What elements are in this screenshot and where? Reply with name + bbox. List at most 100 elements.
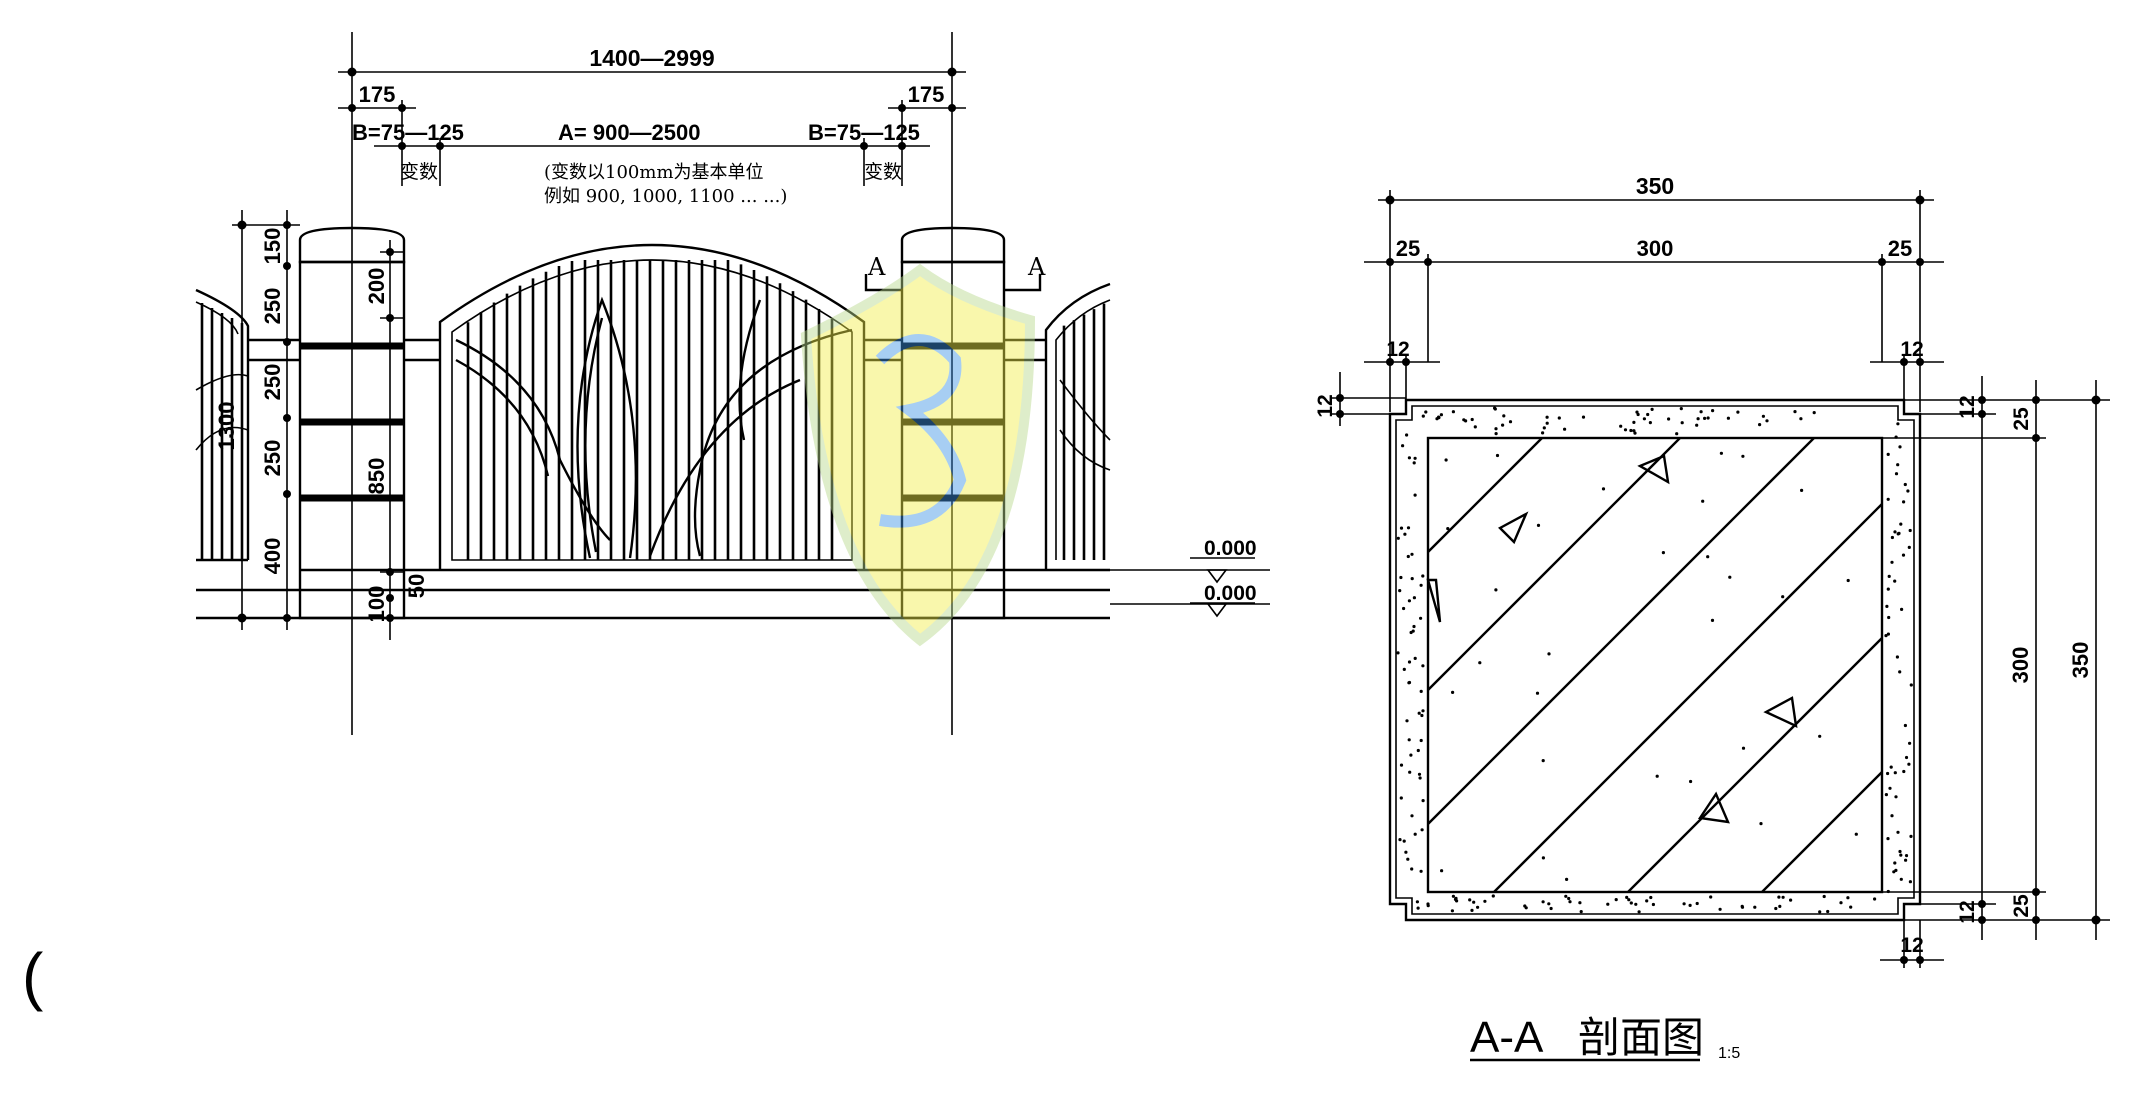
section-scale: 1:5	[1718, 1045, 1740, 1062]
mortar-dot	[1426, 902, 1430, 906]
core-dot	[1800, 488, 1804, 492]
watermark-logo	[800, 263, 1036, 647]
section-right-dimensions: 12 25 300 350 12 25	[1882, 376, 2110, 940]
mortar-dot	[1904, 858, 1908, 862]
mortar-dot	[1893, 861, 1897, 865]
mortar-dot	[1799, 417, 1803, 421]
mortar-dot	[1899, 522, 1903, 526]
mortar-dot	[1903, 723, 1907, 728]
mortar-dot	[1399, 763, 1404, 767]
mortar-dot	[1421, 799, 1425, 803]
mortar-dot	[1887, 574, 1891, 579]
mortar-dot	[1753, 905, 1757, 909]
dim-400: 400	[260, 538, 285, 575]
mortar-dot	[1417, 711, 1421, 715]
core-dot	[1689, 779, 1693, 784]
mortar-dot	[1491, 894, 1495, 898]
mortar-dot	[1893, 771, 1897, 775]
core-dot	[1655, 774, 1659, 778]
mortar-dot	[1420, 713, 1424, 718]
core-dot	[1541, 856, 1545, 860]
mortar-dot	[1887, 615, 1891, 620]
mortar-dot	[1402, 667, 1406, 672]
mortar-dot	[1419, 869, 1423, 873]
gate-bars	[466, 260, 834, 560]
mortar-dot	[1545, 421, 1549, 425]
mortar-dot	[1424, 410, 1428, 414]
mortar-dot	[1688, 903, 1692, 908]
dim-overall-width: 1400—2999	[589, 45, 714, 71]
mortar-dot	[1408, 770, 1412, 774]
mortar-dot	[1892, 870, 1896, 874]
mortar-dot	[1416, 748, 1420, 753]
core-dot	[1444, 458, 1448, 462]
mortar-dot	[1632, 429, 1636, 433]
core-dot	[1741, 454, 1745, 458]
section-mark-left: A	[867, 253, 886, 281]
dim-1300: 1300	[214, 402, 239, 451]
variable-right: 变数	[864, 161, 902, 183]
mortar-dot	[1501, 423, 1505, 427]
mortar-dot	[1822, 894, 1826, 899]
mortar-dot	[1646, 412, 1650, 417]
core-dot	[1710, 618, 1715, 623]
core-dot	[1565, 877, 1569, 882]
mortar-dot	[1884, 793, 1888, 797]
mortar-dot	[1409, 630, 1413, 635]
mortar-dot	[1886, 632, 1890, 636]
mortar-dot	[1541, 431, 1545, 435]
core-dot	[1541, 759, 1545, 763]
mortar-dot	[1437, 415, 1441, 419]
mortar-dot	[1907, 545, 1911, 550]
mortar-dot	[1703, 416, 1707, 420]
mortar-dot	[1908, 880, 1912, 884]
mortar-dot	[1635, 410, 1639, 414]
mortar-dot	[1908, 741, 1912, 745]
mortar-dot	[1542, 426, 1546, 430]
mortar-dot	[1396, 536, 1400, 540]
mortar-dot	[1413, 456, 1417, 460]
mortar-dot	[1549, 906, 1553, 911]
mortar-dot	[1885, 604, 1889, 609]
mortar-dot	[1709, 895, 1713, 899]
mortar-dot	[1410, 814, 1414, 818]
core-dot	[1781, 595, 1785, 599]
mortar-dot	[1896, 463, 1900, 467]
mortar-dot	[1758, 423, 1762, 427]
section-body	[1388, 398, 1922, 922]
core-dot	[1478, 661, 1482, 665]
mortar-dot	[1839, 901, 1843, 905]
mortar-dot	[1906, 489, 1910, 493]
mortar-dot	[1846, 896, 1850, 900]
mortar-dot	[1419, 738, 1423, 743]
mortar-dot	[1454, 896, 1458, 900]
mortar-dot	[1421, 709, 1425, 713]
mortar-dot	[1896, 532, 1900, 536]
mortar-dot	[1398, 838, 1402, 842]
section-a-a: 350 25 300 25 12 12 12	[1314, 173, 2110, 1062]
right-pier	[900, 226, 1006, 620]
mortar-dot	[1619, 424, 1623, 428]
mortar-dot	[1415, 900, 1419, 904]
dim-250-c: 250	[260, 440, 285, 477]
mortar-dot	[1826, 909, 1830, 914]
mortar-dot	[1634, 902, 1638, 906]
mortar-dot	[1899, 853, 1903, 857]
mortar-dot	[1406, 857, 1410, 861]
dim-150: 150	[260, 228, 285, 265]
section-dim-300-top: 300	[1637, 236, 1674, 261]
dim-250-b: 250	[260, 364, 285, 401]
mortar-dot	[1413, 493, 1417, 497]
dim-100: 100	[364, 586, 389, 623]
mortar-dot	[1633, 431, 1637, 435]
mortar-dot	[1648, 421, 1652, 425]
core-dot	[1495, 453, 1500, 458]
mortar-dot	[1402, 839, 1406, 843]
mortar-dot	[1888, 786, 1892, 790]
mortar-dot	[1399, 526, 1404, 530]
left-pier	[298, 226, 406, 620]
section-dim-r-12-bottom: 12	[1956, 900, 1979, 923]
left-side-panel	[195, 288, 300, 562]
mortar-dot	[1419, 616, 1423, 620]
section-mark-right: A	[1027, 253, 1046, 281]
